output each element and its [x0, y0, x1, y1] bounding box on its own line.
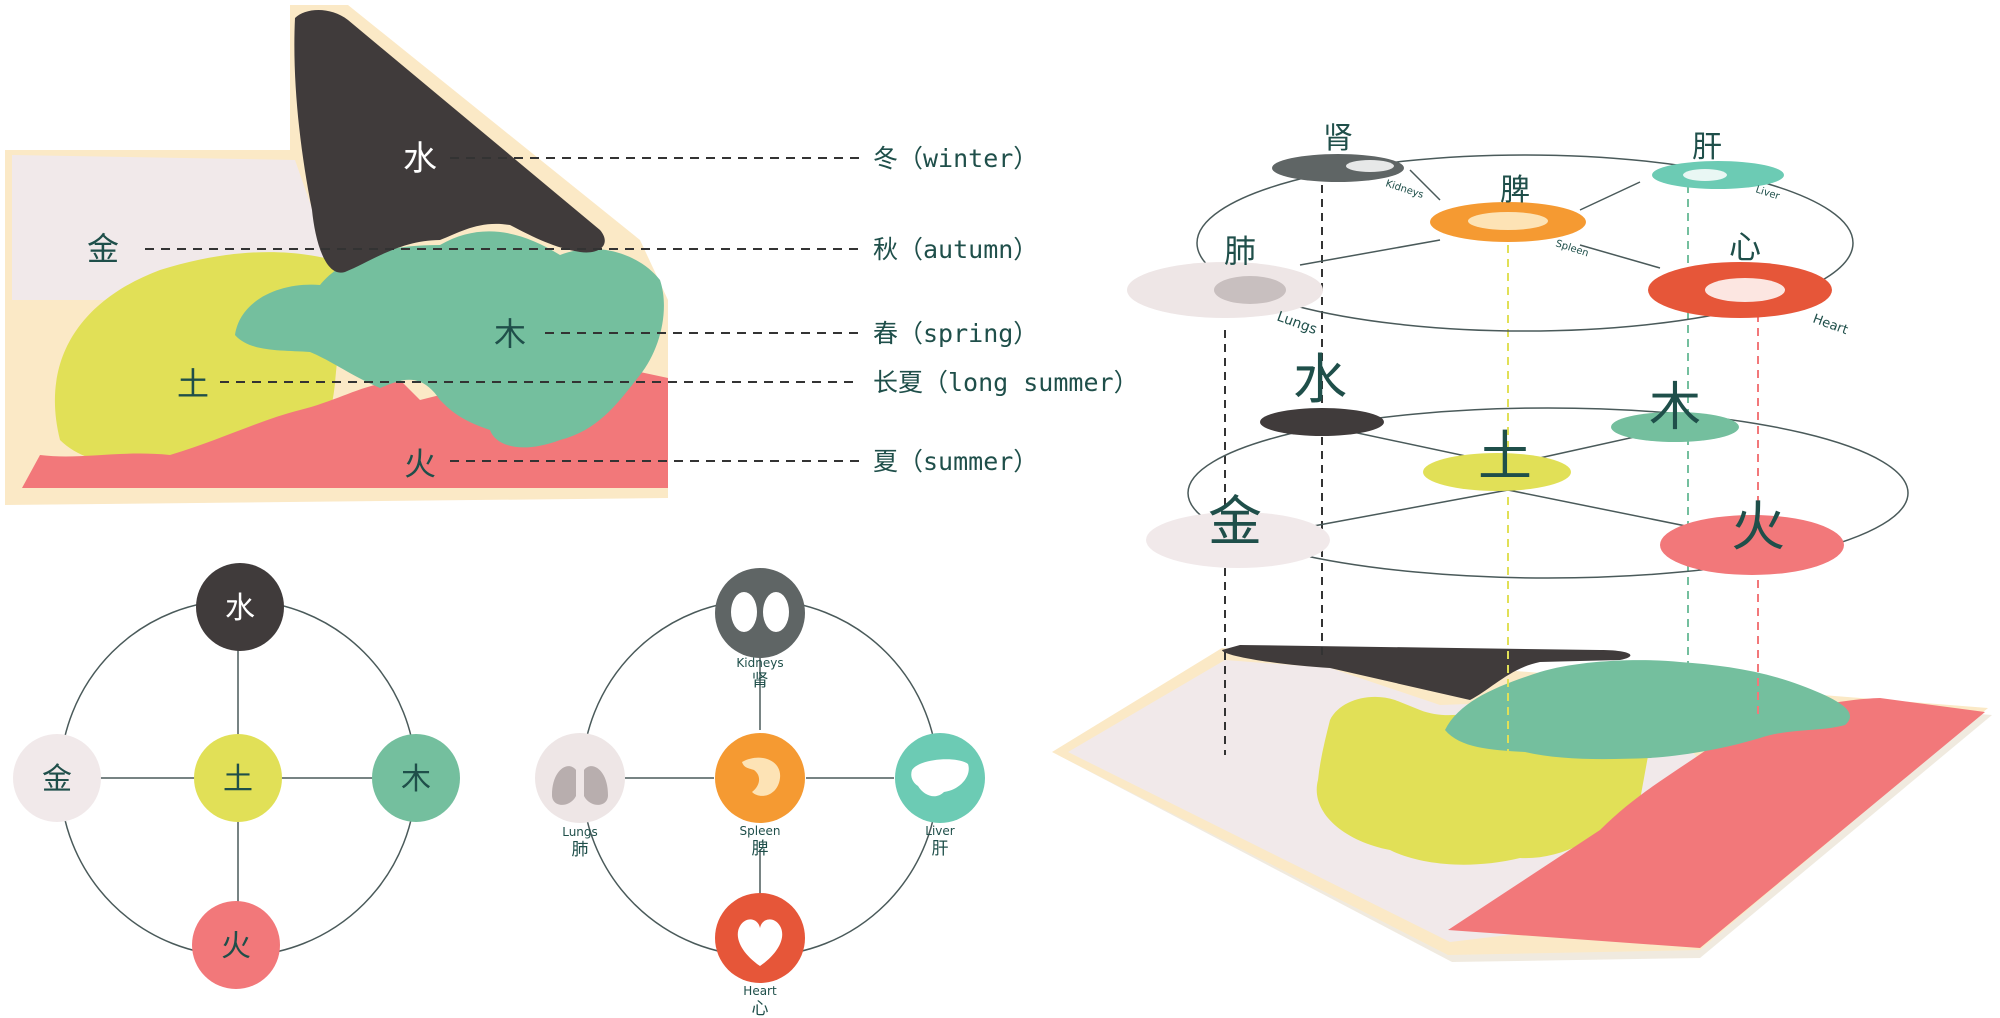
ring-kidneys-zh-label: 肾: [1323, 121, 1353, 156]
lungs-node: Lungs 肺: [535, 733, 625, 860]
earth-node: [194, 734, 282, 822]
wood-node: [372, 734, 460, 822]
ring-metal-node: [1146, 512, 1330, 568]
ring-water-label: 水: [1293, 348, 1347, 411]
season-summer-label: 夏（summer）: [873, 447, 1038, 476]
ring-fire-label: 火: [1731, 495, 1785, 558]
fire-node: [192, 901, 280, 989]
ring-liver-zh-label: 肝: [1692, 130, 1722, 165]
ring-heart-en-label: Heart: [1811, 312, 1850, 338]
season-winter-label: 冬（winter）: [873, 144, 1038, 173]
map-metal-label: 金: [87, 230, 119, 268]
ring-heart-zh-label: 心: [1729, 228, 1761, 266]
map-earth-label: 土: [177, 365, 209, 403]
lungs-zh-label: 肺: [572, 840, 589, 860]
ring-liver-icon: [1683, 169, 1727, 181]
map-wood-region: [235, 231, 664, 448]
stacked-3d-diagram: 水 木 土 金 火 肾 Kidneys 肝 Liver 脾: [1052, 121, 1992, 962]
map-fire-label: 火: [404, 445, 436, 483]
ring-wood-label: 木: [1649, 378, 1701, 438]
metal-node-label: 金: [42, 762, 72, 797]
kidneys-icon: [731, 592, 789, 632]
season-long-summer-label: 长夏（long summer）: [873, 368, 1139, 397]
spleen-node: Spleen 脾: [715, 733, 805, 859]
fire-node-label: 火: [221, 929, 251, 964]
perspective-map: [1052, 645, 1992, 962]
season-spring-label: 春（spring）: [873, 319, 1038, 348]
ring-lungs-icon: [1214, 276, 1286, 304]
element-circle-diagram: 水 金 土 木 火: [13, 563, 460, 989]
ring-earth-label: 土: [1478, 425, 1532, 488]
ring-kidneys-en-label: Kidneys: [1384, 178, 1425, 201]
kidneys-node: Kidneys 肾: [715, 568, 805, 691]
season-autumn-label: 秋（autumn）: [873, 235, 1038, 264]
spleen-zh-label: 脾: [752, 839, 769, 859]
ring-spleen-zh-label: 脾: [1500, 173, 1530, 208]
kidneys-en-label: Kidneys: [736, 656, 783, 670]
liver-icon: [911, 759, 969, 797]
ring-kidneys-icon: [1346, 160, 1394, 172]
water-node-label: 水: [225, 591, 255, 626]
organ-circle-diagram: Kidneys 肾 Lungs 肺 Spleen 脾 Liver 肝 H: [535, 568, 985, 1018]
heart-node: Heart 心: [715, 893, 805, 1018]
ring-spleen-icon: [1468, 212, 1548, 230]
kidneys-zh-label: 肾: [752, 671, 769, 691]
ring-lungs-zh-label: 肺: [1224, 232, 1256, 270]
wood-node-label: 木: [401, 762, 431, 797]
lungs-en-label: Lungs: [562, 825, 598, 839]
liver-node: Liver 肝: [895, 733, 985, 859]
map-water-label: 水: [403, 139, 437, 179]
water-node: [196, 563, 284, 651]
ring-metal-label: 金: [1208, 490, 1262, 553]
spleen-icon: [742, 757, 781, 796]
lungs-icon: [552, 752, 608, 805]
heart-zh-label: 心: [752, 999, 769, 1018]
ring-earth-node: [1423, 453, 1571, 491]
map-water-region: [294, 10, 605, 273]
element-map: 水 金 木 土 火 冬（winter） 秋（autumn） 春（spring） …: [5, 5, 1139, 505]
earth-node-label: 土: [223, 762, 253, 797]
heart-icon: [737, 919, 783, 966]
ring-wood-node: [1611, 412, 1739, 442]
season-leader-lines: [145, 157, 860, 462]
element-ring: 水 木 土 金 火: [1146, 348, 1909, 579]
liver-zh-label: 肝: [932, 839, 949, 859]
map-wood-label: 木: [494, 315, 526, 353]
spleen-en-label: Spleen: [740, 824, 781, 838]
liver-en-label: Liver: [925, 824, 955, 838]
ring-heart-icon: [1705, 278, 1785, 302]
heart-en-label: Heart: [743, 984, 777, 998]
ring-fire-node: [1660, 515, 1844, 575]
organ-ring: 肾 Kidneys 肝 Liver 脾 Spleen 肺 Lungs 心 Hea…: [1127, 121, 1854, 338]
ring-spleen-en-label: Spleen: [1554, 238, 1590, 259]
ring-water-node: [1260, 408, 1384, 436]
metal-node: [13, 734, 101, 822]
ring-lungs-en-label: Lungs: [1275, 309, 1319, 338]
